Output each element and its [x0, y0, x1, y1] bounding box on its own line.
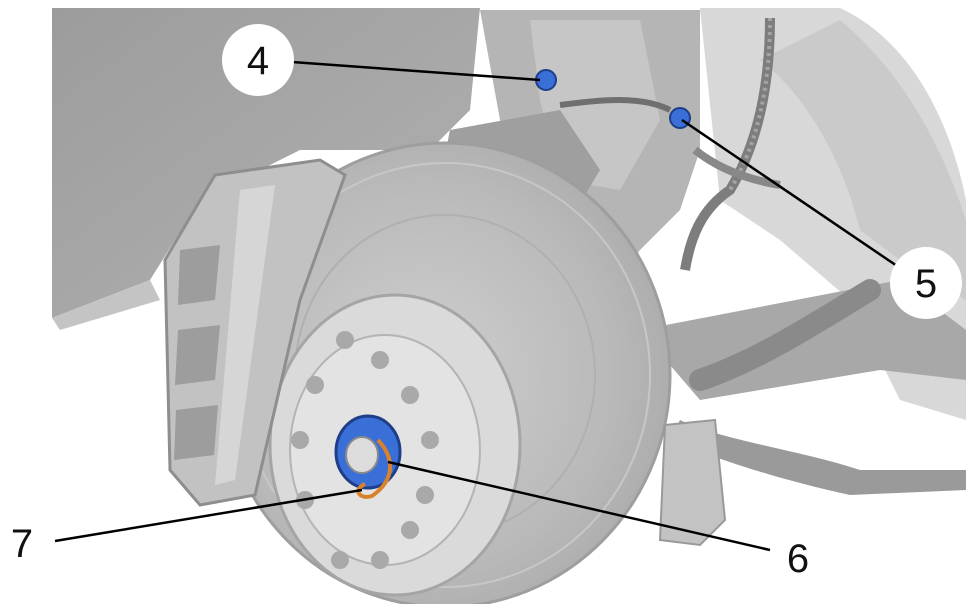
callout-5: 5 [890, 247, 962, 319]
leader-line-6 [387, 460, 771, 552]
brake-caliper-icon [163, 158, 347, 507]
caliper-bracket-right [658, 418, 727, 547]
callout-label-5: 5 [915, 262, 937, 306]
leader-lines [54, 60, 901, 552]
callout-label-7: 7 [11, 522, 33, 566]
callout-6: 6 [787, 537, 809, 581]
leader-line-5 [681, 118, 901, 270]
callout-label-4: 4 [247, 39, 269, 83]
callout-label-6: 6 [787, 537, 809, 581]
wheel-bolt-holes [291, 331, 439, 569]
leader-line-4 [291, 60, 541, 82]
leader-line-7 [54, 488, 363, 543]
hub-nut-icon [334, 414, 402, 490]
callout-7: 7 [11, 522, 33, 566]
brake-hose [680, 17, 781, 271]
lower-control-arm [640, 279, 966, 495]
callout-4: 4 [222, 24, 294, 96]
wheel-well-liner [52, 8, 480, 330]
